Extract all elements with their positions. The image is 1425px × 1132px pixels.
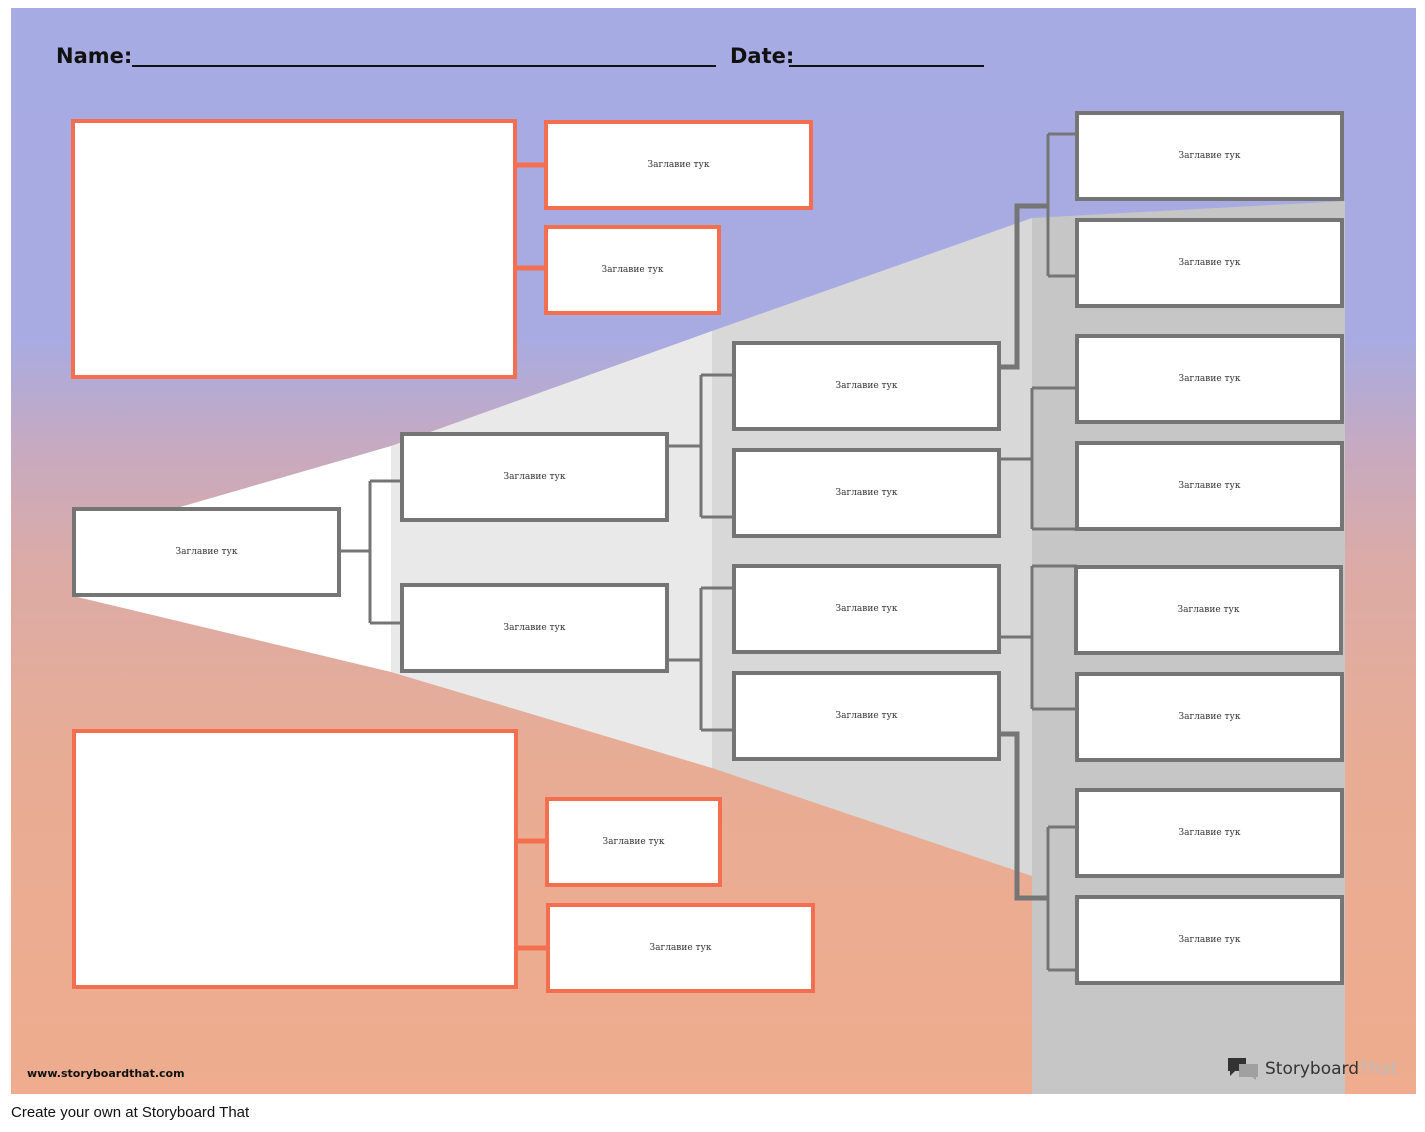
- level3-box-3[interactable]: Заглавие тук: [1075, 334, 1344, 424]
- thick-connectors: [999, 203, 1048, 901]
- level3-box-8[interactable]: Заглавие тук: [1075, 895, 1344, 985]
- level2-box-4[interactable]: Заглавие тук: [732, 671, 1001, 761]
- root-title-box[interactable]: Заглавие тук: [72, 507, 341, 597]
- create-your-own-link[interactable]: Create your own at Storyboard That: [11, 1104, 250, 1121]
- box-title: Заглавие тук: [503, 472, 566, 482]
- box-title: Заглавие тук: [1178, 935, 1241, 945]
- bottom-image-box[interactable]: [72, 729, 518, 989]
- wedge-mid: [712, 218, 1032, 876]
- top-title-box-1[interactable]: Заглавие тук: [544, 120, 813, 210]
- box-title: Заглавие тук: [601, 265, 664, 275]
- box-title: Заглавие тук: [835, 381, 898, 391]
- box-title: Заглавие тук: [1177, 605, 1240, 615]
- level3-box-2[interactable]: Заглавие тук: [1075, 218, 1344, 308]
- level3-box-4[interactable]: Заглавие тук: [1075, 441, 1344, 531]
- connector-l2a: [999, 203, 1048, 370]
- box-title: Заглавие тук: [647, 160, 710, 170]
- box-title: Заглавие тук: [602, 837, 665, 847]
- brand-part-1: Storyboard: [1265, 1059, 1359, 1079]
- level2-box-1[interactable]: Заглавие тук: [732, 341, 1001, 431]
- brand-wordmark: StoryboardThat: [1265, 1059, 1397, 1079]
- connector-l2b: [999, 386, 1077, 531]
- box-title: Заглавие тук: [1178, 481, 1241, 491]
- box-title: Заглавие тук: [835, 488, 898, 498]
- date-field[interactable]: [789, 65, 984, 67]
- level3-box-1[interactable]: Заглавие тук: [1075, 111, 1344, 201]
- wedge-light: [391, 331, 712, 768]
- box-title: Заглавие тук: [1178, 374, 1241, 384]
- box-title: Заглавие тук: [835, 711, 898, 721]
- date-label: Date:: [730, 44, 795, 68]
- level3-box-6[interactable]: Заглавие тук: [1075, 672, 1344, 762]
- box-title: Заглавие тук: [175, 547, 238, 557]
- connector-root: [339, 479, 401, 625]
- orange-connectors: [516, 162, 547, 951]
- brand-part-2: That: [1359, 1059, 1398, 1079]
- bottom-title-box-2[interactable]: Заглавие тук: [546, 903, 815, 993]
- box-title: Заглавие тук: [1178, 712, 1241, 722]
- name-field[interactable]: [132, 65, 716, 67]
- name-label: Name:: [56, 44, 133, 68]
- speech-bubbles-icon: [1228, 1058, 1258, 1080]
- box-title: Заглавие тук: [649, 943, 712, 953]
- top-title-box-2[interactable]: Заглавие тук: [544, 225, 721, 315]
- level1-box-1[interactable]: Заглавие тук: [400, 432, 669, 522]
- connector-l1a: [667, 373, 734, 519]
- box-title: Заглавие тук: [1178, 151, 1241, 161]
- worksheet-canvas: Name: Date: Заглавие тук Заглавие тук За…: [11, 8, 1416, 1094]
- level3-box-7[interactable]: Заглавие тук: [1075, 788, 1344, 878]
- level2-box-3[interactable]: Заглавие тук: [732, 564, 1001, 654]
- box-title: Заглавие тук: [835, 604, 898, 614]
- box-title: Заглавие тук: [1178, 828, 1241, 838]
- bottom-title-box-1[interactable]: Заглавие тук: [545, 797, 722, 887]
- box-title: Заглавие тук: [1178, 258, 1241, 268]
- level3-box-5[interactable]: Заглавие тук: [1074, 565, 1343, 655]
- connector-l1b: [667, 586, 734, 732]
- site-url[interactable]: www.storyboardthat.com: [27, 1067, 185, 1080]
- connector-l2d: [999, 731, 1048, 901]
- gray-connectors: [339, 132, 1077, 972]
- level2-box-2[interactable]: Заглавие тук: [732, 448, 1001, 538]
- box-title: Заглавие тук: [503, 623, 566, 633]
- storyboardthat-logo[interactable]: StoryboardThat: [1227, 1056, 1397, 1082]
- level1-box-2[interactable]: Заглавие тук: [400, 583, 669, 673]
- connector-l2c: [999, 564, 1077, 711]
- top-image-box[interactable]: [71, 119, 517, 379]
